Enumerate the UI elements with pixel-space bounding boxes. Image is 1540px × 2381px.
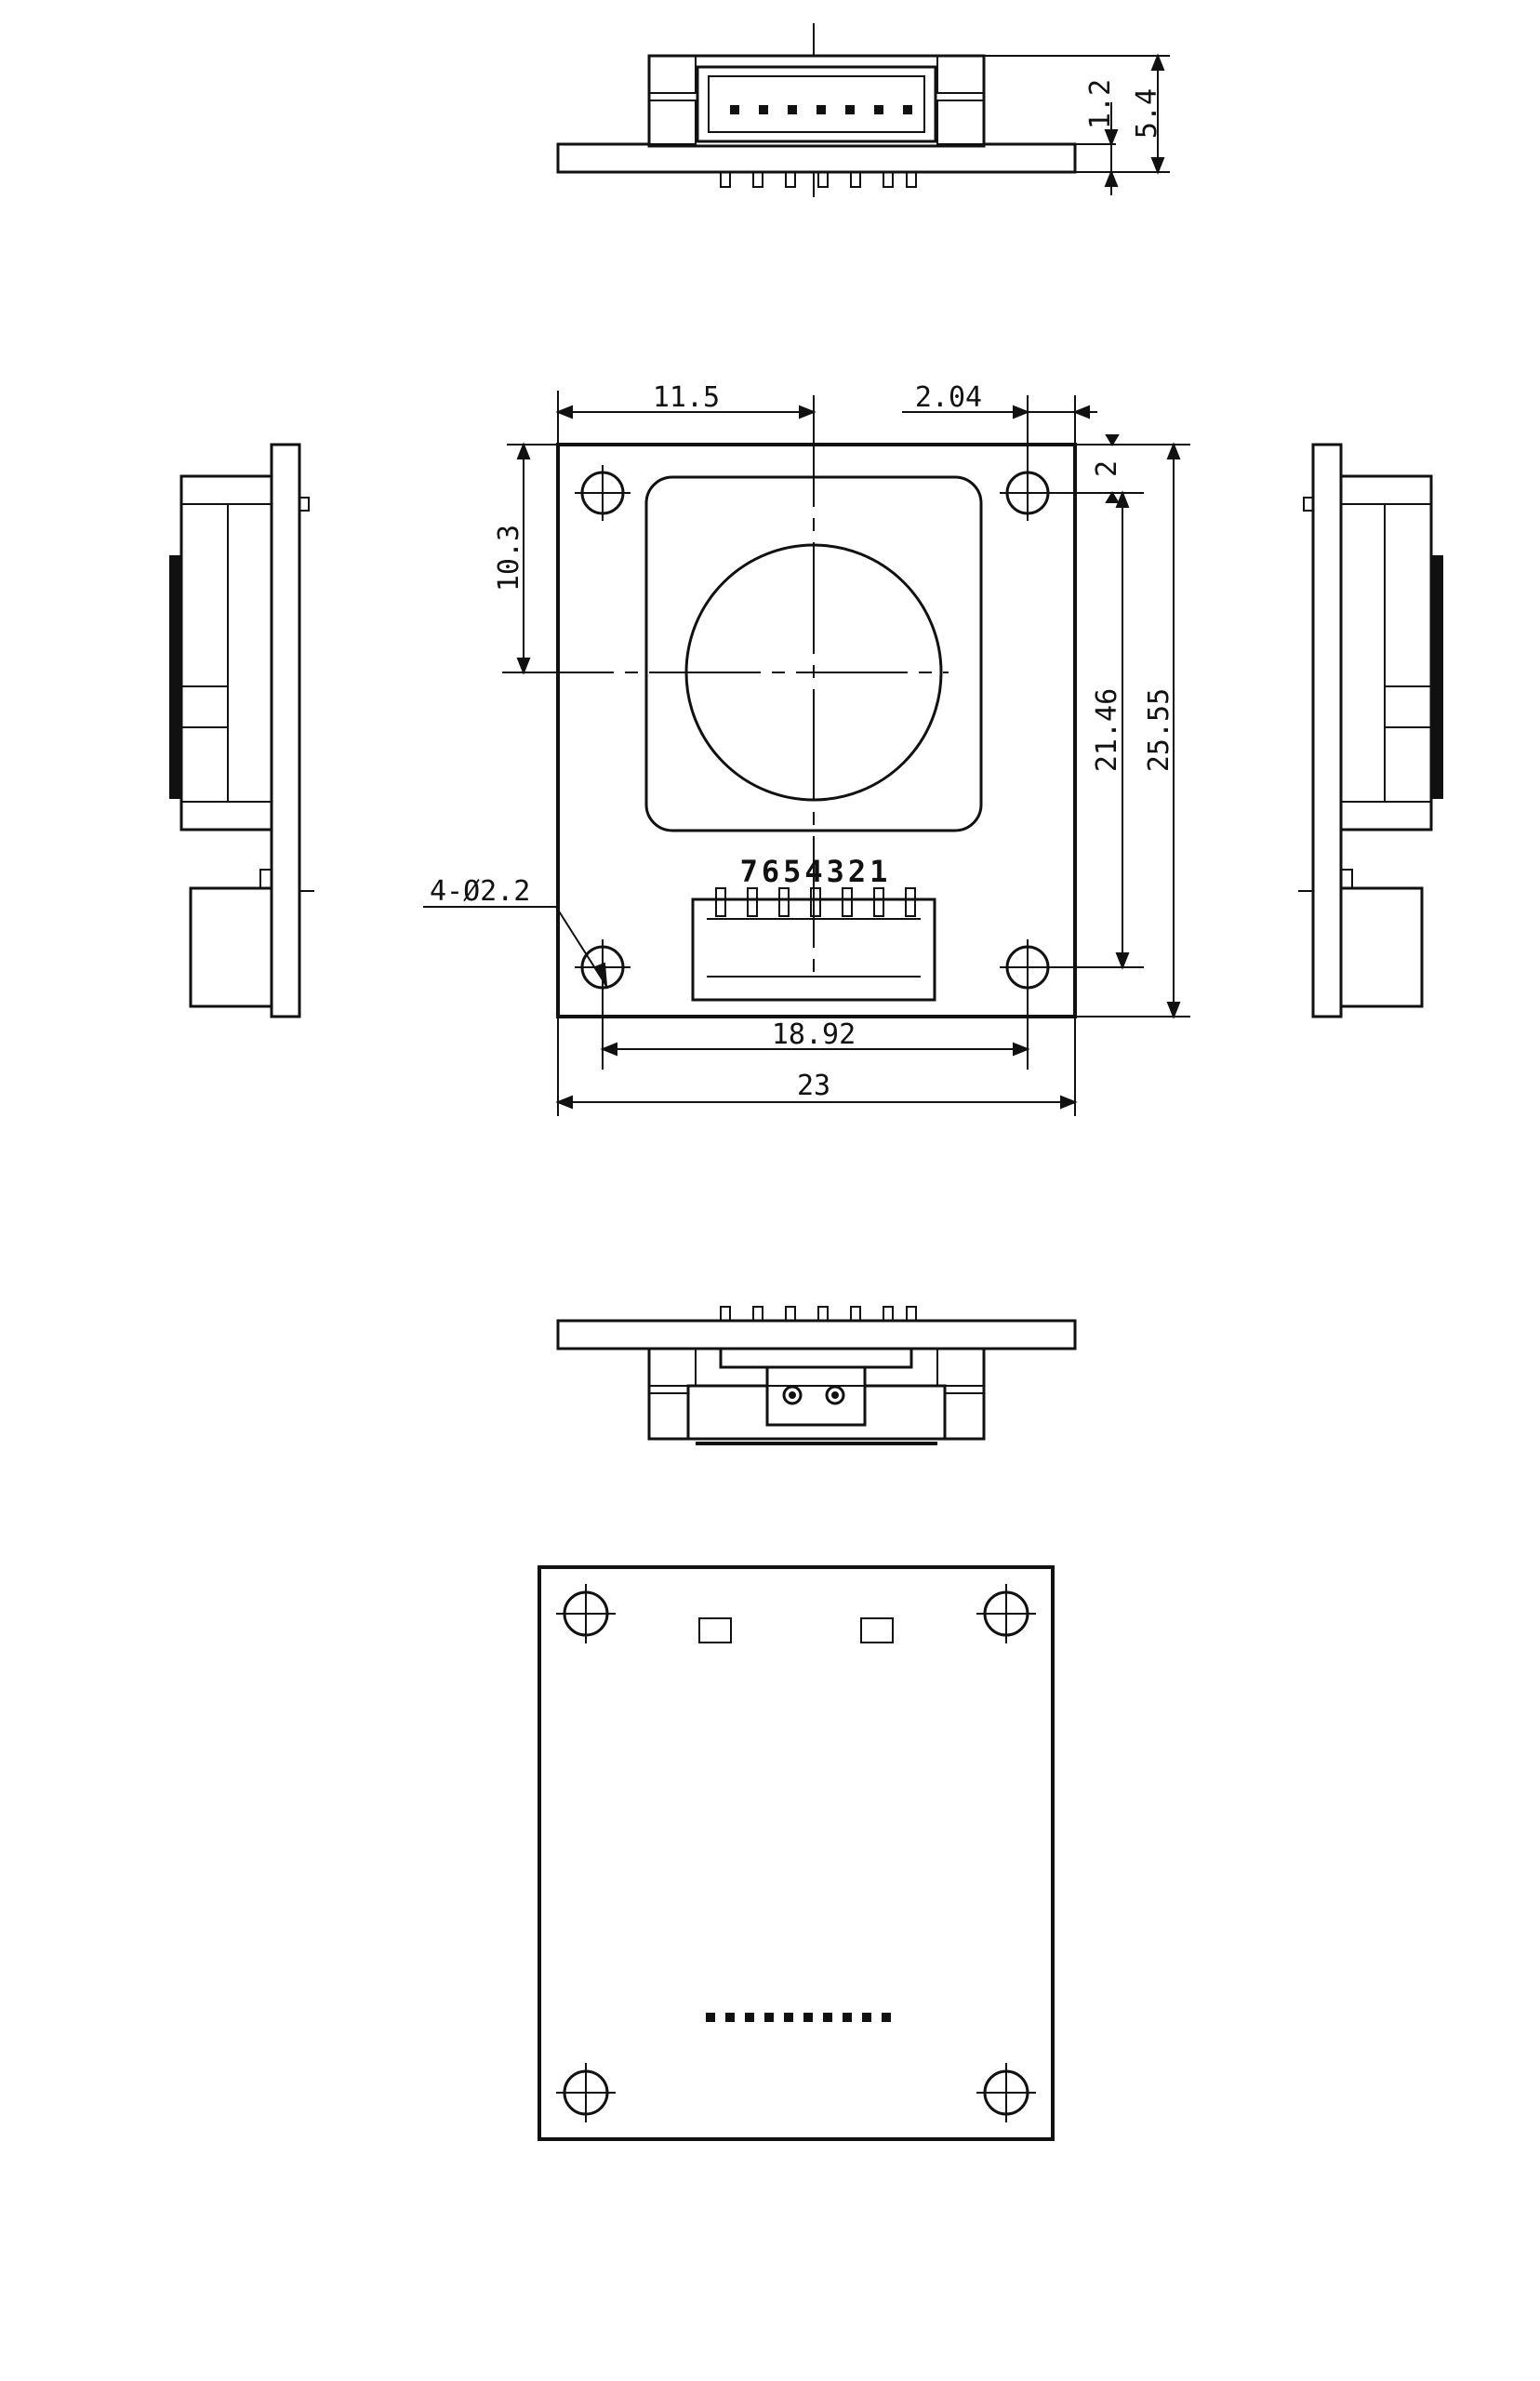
rear-view — [538, 1565, 1055, 2141]
pad-left — [698, 1617, 732, 1643]
dim-23: 23 — [797, 1070, 830, 1102]
dim-11-5: 11.5 — [653, 381, 720, 414]
bottom-edge-view — [556, 1306, 1077, 1445]
dim-2: 2 — [1091, 460, 1123, 477]
front-view: 7654321 11.5 2.04 10.3 2 21.46 — [423, 381, 1190, 1116]
pad-right — [860, 1617, 894, 1643]
top-view: 1.2 5.4 — [556, 23, 1170, 197]
left-side-view — [169, 443, 314, 1018]
dim-18-92: 18.92 — [772, 1018, 856, 1051]
dim-5-4: 5.4 — [1131, 88, 1163, 139]
connector-pins-top — [730, 105, 912, 114]
dim-21-46: 21.46 — [1091, 688, 1123, 772]
rear-mounting-holes — [556, 1584, 1036, 2122]
rear-pin-row — [706, 2013, 891, 2022]
dim-10-3: 10.3 — [493, 525, 525, 592]
right-side-view — [1298, 443, 1443, 1018]
dim-2-04: 2.04 — [915, 381, 982, 414]
pin-numbers: 7654321 — [740, 854, 892, 889]
pins-underside-top — [720, 171, 917, 188]
hole-callout: 4-Ø2.2 — [430, 875, 530, 908]
dim-25-55: 25.55 — [1143, 688, 1175, 772]
dim-1-2: 1.2 — [1084, 79, 1117, 129]
connector-front — [691, 887, 936, 1002]
